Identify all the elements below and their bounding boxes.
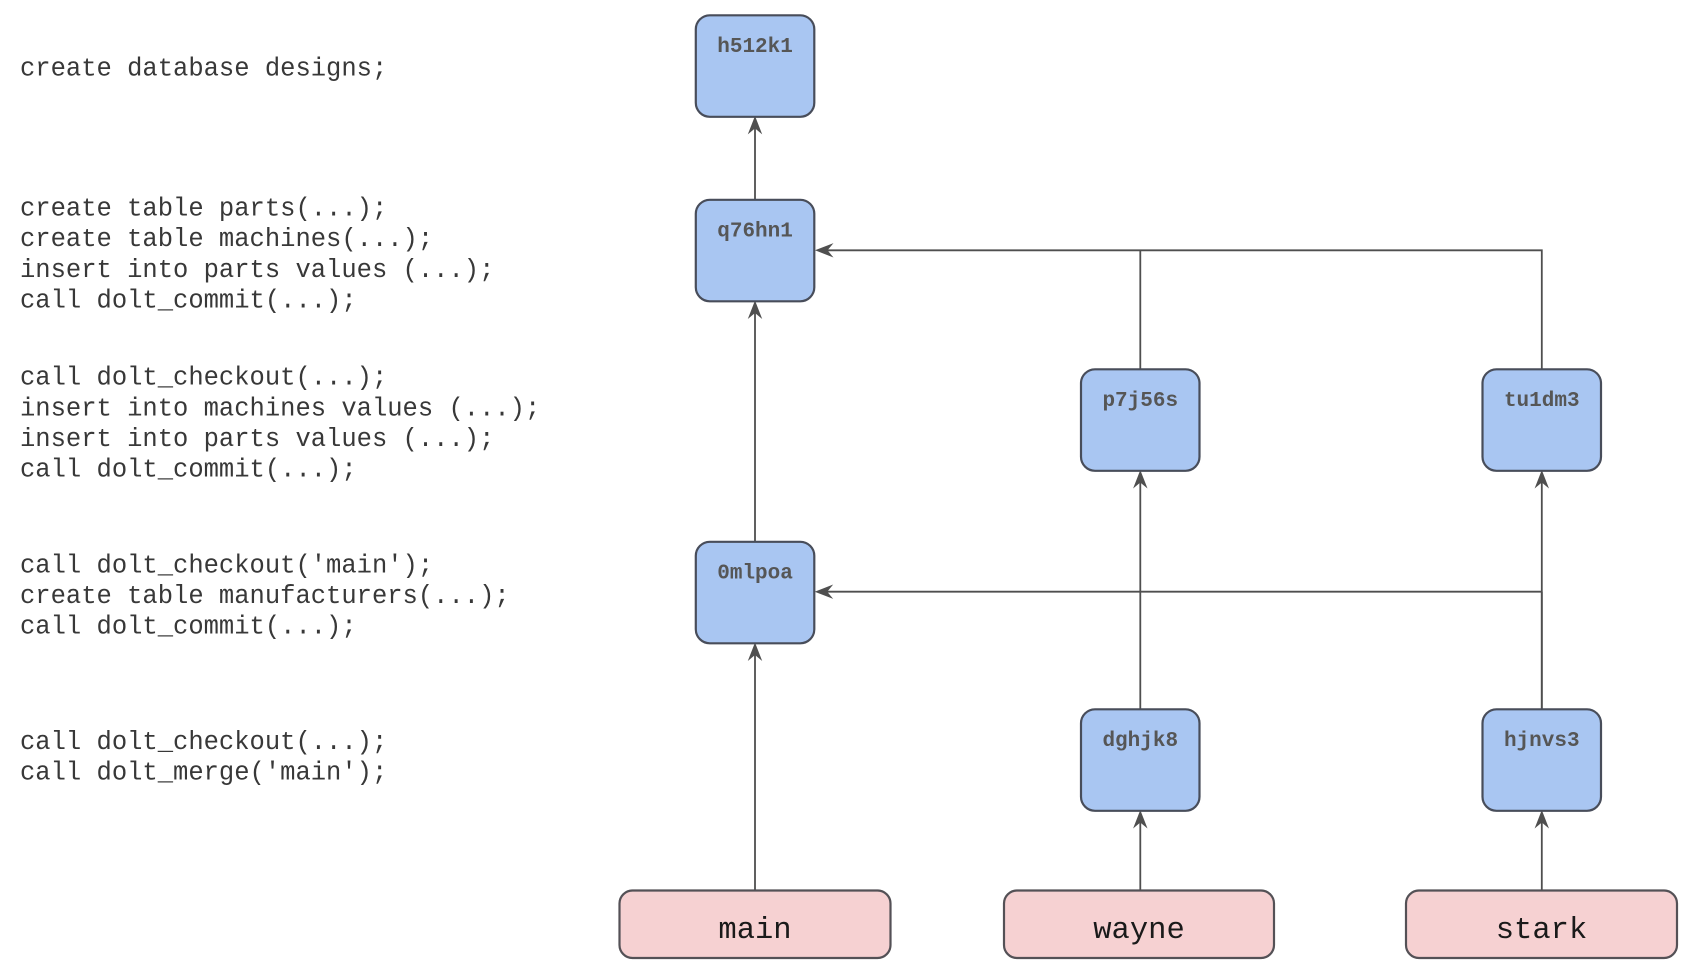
svg-text:insert into machines values (.: insert into machines values (...);	[20, 394, 540, 423]
svg-text:create database designs;: create database designs;	[20, 54, 387, 83]
svg-text:create table parts(...);: create table parts(...);	[20, 195, 387, 224]
svg-text:h512k1: h512k1	[717, 36, 793, 59]
svg-text:main: main	[718, 914, 791, 948]
svg-text:stark: stark	[1496, 914, 1588, 948]
svg-text:insert into parts values (...): insert into parts values (...);	[20, 256, 494, 285]
svg-text:p7j56s: p7j56s	[1102, 390, 1178, 413]
svg-text:call dolt_checkout(...);: call dolt_checkout(...);	[20, 364, 387, 393]
svg-text:call dolt_checkout('main');: call dolt_checkout('main');	[20, 551, 433, 580]
svg-text:q76hn1: q76hn1	[717, 220, 793, 243]
svg-text:wayne: wayne	[1093, 914, 1185, 948]
svg-text:call dolt_commit(...);: call dolt_commit(...);	[20, 286, 357, 315]
svg-text:call dolt_merge('main');: call dolt_merge('main');	[20, 758, 387, 787]
svg-text:hjnvs3: hjnvs3	[1504, 730, 1580, 753]
svg-text:tu1dm3: tu1dm3	[1504, 390, 1580, 413]
svg-text:dghjk8: dghjk8	[1102, 730, 1178, 753]
svg-text:call dolt_commit(...);: call dolt_commit(...);	[20, 613, 357, 642]
svg-text:create table machines(...);: create table machines(...);	[20, 225, 433, 254]
svg-text:call dolt_checkout(...);: call dolt_checkout(...);	[20, 728, 387, 757]
svg-text:0mlpoa: 0mlpoa	[717, 562, 793, 585]
svg-text:call dolt_commit(...);: call dolt_commit(...);	[20, 456, 357, 485]
svg-text:create table manufacturers(...: create table manufacturers(...);	[20, 582, 510, 611]
svg-text:insert into parts values (...): insert into parts values (...);	[20, 425, 494, 454]
